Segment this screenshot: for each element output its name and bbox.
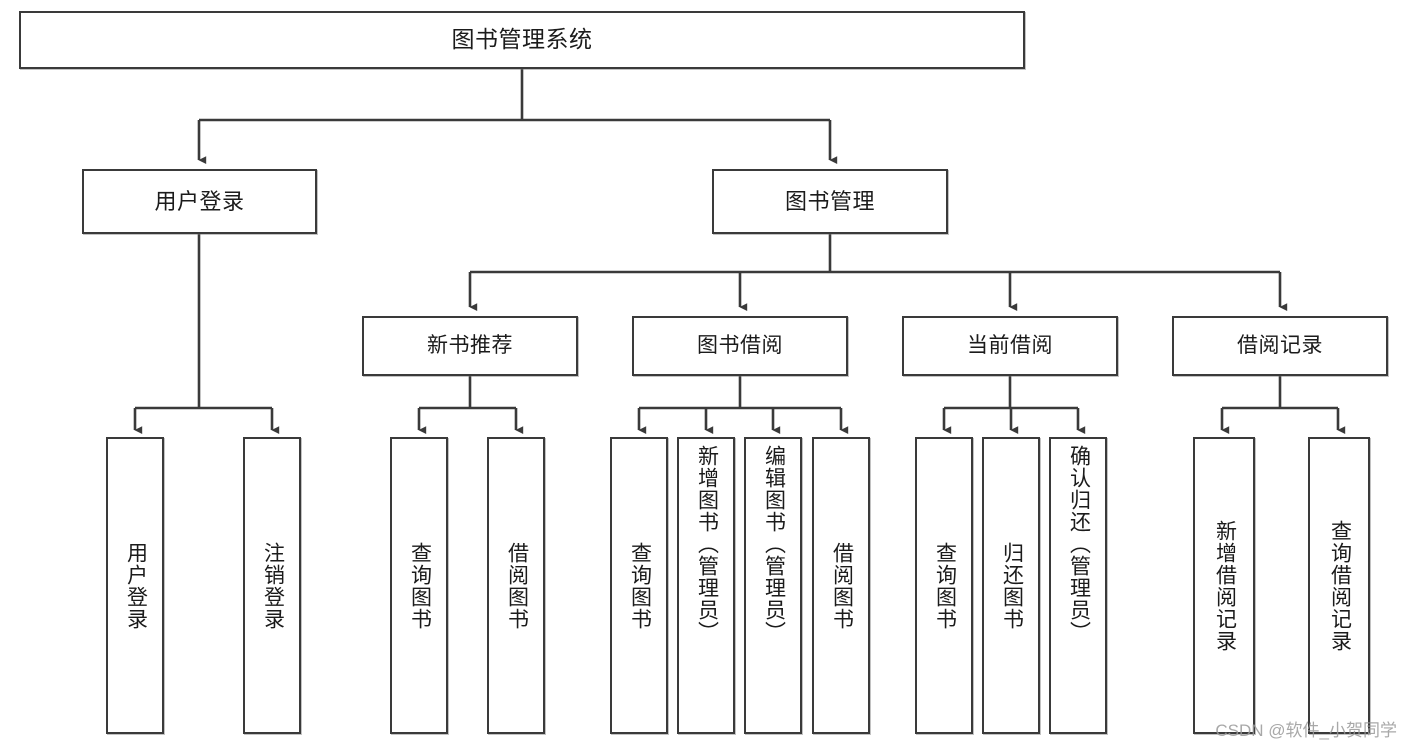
node-label: 用户登录 <box>154 188 245 214</box>
node-borrow-record[interactable]: 借阅记录 <box>1172 316 1388 376</box>
node-label: 图书借阅 <box>697 333 783 357</box>
node-label: 用户登录 <box>124 541 148 630</box>
node-label: 查询图书 <box>933 541 957 630</box>
node-label: 新增图书（管理员） <box>695 445 719 643</box>
node-label: 查询图书 <box>628 541 652 630</box>
watermark-text: CSDN @软件_小贺同学 <box>1215 721 1397 740</box>
node-label: 确认归还（管理员） <box>1067 445 1091 643</box>
node-label: 借阅记录 <box>1237 333 1323 357</box>
node-label: 编辑图书（管理员） <box>762 445 786 643</box>
node-label: 新增借阅记录 <box>1213 519 1237 652</box>
leaf-new-book-query[interactable]: 查询图书 <box>390 437 448 734</box>
node-label: 借阅图书 <box>830 541 854 630</box>
node-label: 借阅图书 <box>505 541 529 630</box>
node-label: 当前借阅 <box>967 333 1053 357</box>
node-book-management[interactable]: 图书管理 <box>712 169 948 234</box>
node-label: 注销登录 <box>261 541 285 630</box>
leaf-borrow-record-add[interactable]: 新增借阅记录 <box>1193 437 1255 734</box>
leaf-book-borrow-edit[interactable]: 编辑图书（管理员） <box>744 437 802 734</box>
leaf-borrow-record-query[interactable]: 查询借阅记录 <box>1308 437 1370 734</box>
node-current-borrow[interactable]: 当前借阅 <box>902 316 1118 376</box>
node-root-system[interactable]: 图书管理系统 <box>19 11 1025 69</box>
node-label: 新书推荐 <box>427 333 513 357</box>
node-label: 归还图书 <box>1000 541 1024 630</box>
node-book-borrow[interactable]: 图书借阅 <box>632 316 848 376</box>
leaf-user-login-login[interactable]: 用户登录 <box>106 437 164 734</box>
leaf-current-borrow-query[interactable]: 查询图书 <box>915 437 973 734</box>
node-user-login[interactable]: 用户登录 <box>82 169 317 234</box>
leaf-user-login-logout[interactable]: 注销登录 <box>243 437 301 734</box>
leaf-book-borrow-query[interactable]: 查询图书 <box>610 437 668 734</box>
leaf-current-borrow-confirm-return[interactable]: 确认归还（管理员） <box>1049 437 1107 734</box>
node-label: 图书管理系统 <box>451 26 593 53</box>
leaf-book-borrow-add[interactable]: 新增图书（管理员） <box>677 437 735 734</box>
leaf-book-borrow-lend[interactable]: 借阅图书 <box>812 437 870 734</box>
node-new-book-recommend[interactable]: 新书推荐 <box>362 316 578 376</box>
node-label: 查询图书 <box>408 541 432 630</box>
leaf-new-book-borrow[interactable]: 借阅图书 <box>487 437 545 734</box>
node-label: 查询借阅记录 <box>1328 519 1352 652</box>
node-label: 图书管理 <box>784 188 875 214</box>
leaf-current-borrow-return[interactable]: 归还图书 <box>982 437 1040 734</box>
